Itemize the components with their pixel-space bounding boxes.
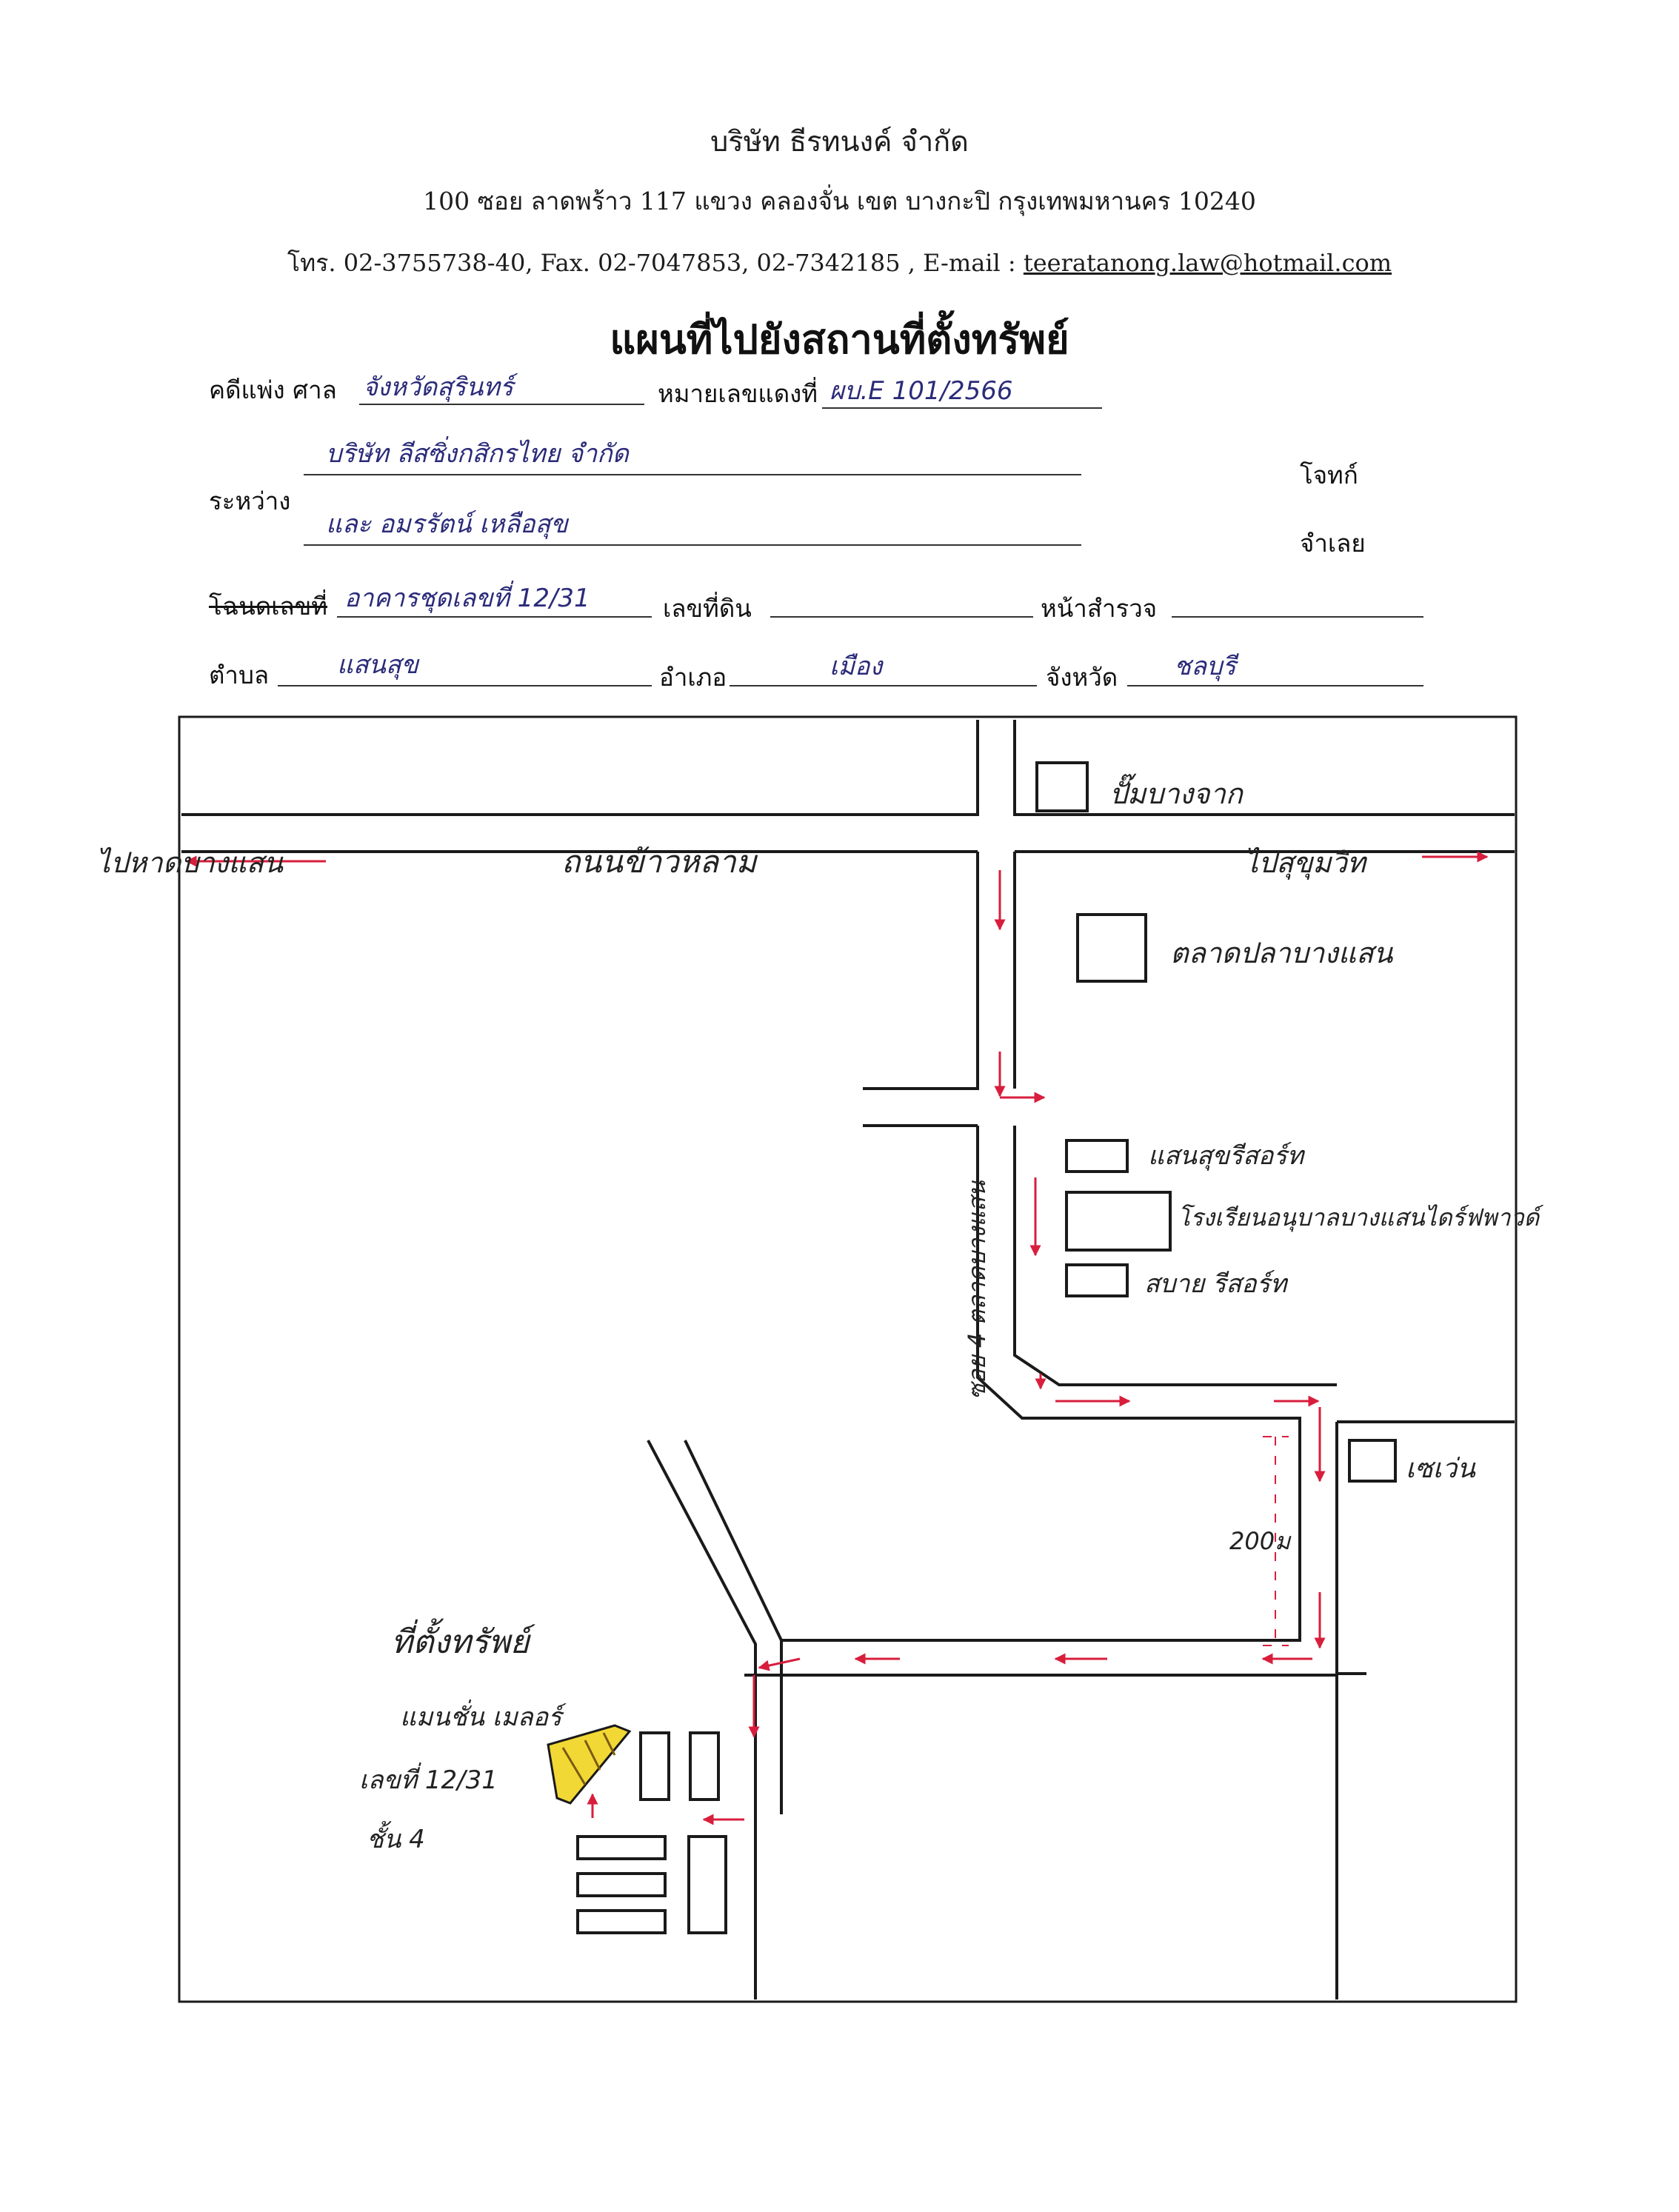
- contact-text: โทร. 02-3755738-40, Fax. 02-7047853, 02-…: [287, 249, 1016, 277]
- route-arrows: [185, 851, 1489, 1825]
- email-link: teeratanong.law@hotmail.com: [1023, 249, 1392, 277]
- defendant-value: และ อมรรัตน์ เหลือสุข: [326, 509, 568, 539]
- seven-eleven-box: [1348, 1439, 1397, 1483]
- subdistrict-value: แสนสุข: [337, 650, 418, 680]
- distance-label: 200ม: [1229, 1527, 1292, 1555]
- province-value: ชลบุรี: [1174, 652, 1236, 681]
- district-label: อำเภอ: [659, 663, 727, 692]
- hotel-box: [1065, 1191, 1172, 1252]
- map-frame: [178, 715, 1518, 2003]
- to-east-label: ไปสุขุมวิท: [1244, 846, 1368, 880]
- deed-label: โฉนดเลขที่: [209, 592, 328, 621]
- case-label: คดีแพ่ง ศาล: [209, 375, 337, 404]
- company-name: บริษัท ธีรทนงค์ จำกัด: [710, 125, 969, 158]
- property-marker: [547, 1724, 632, 1805]
- hotel-label: โรงเรียนอนุบาลบางแสนไดร์ฟพาวด์: [1178, 1203, 1543, 1232]
- market-box: [1076, 913, 1147, 983]
- property-hatching: [561, 1732, 616, 1785]
- landmark-boxes: [576, 761, 1397, 1934]
- main-road-label: ถนนข้าวหลาม: [561, 843, 758, 880]
- seven-eleven-label: เซเว่น: [1406, 1454, 1476, 1484]
- property-unit: เลขที่ 12/31: [359, 1762, 498, 1795]
- deed-value: อาคารชุดเลขที่ 12/31: [344, 584, 590, 613]
- district-value: เมือง: [830, 652, 883, 681]
- property-building: แมนชั่น เมลอร์: [400, 1700, 567, 1732]
- to-west-label: ไปหาดบางแสน: [96, 846, 284, 879]
- road-lines: [181, 720, 1515, 1999]
- between-label: ระหว่าง: [209, 487, 291, 515]
- document-title: แผนที่ไปยังสถานที่ตั้งทรัพย์: [610, 315, 1069, 363]
- resort2-box: [1065, 1263, 1129, 1297]
- gas-station-box: [1035, 761, 1089, 812]
- defendant-label: จำเลย: [1300, 529, 1366, 558]
- market-label: ตลาดปลาบางแสน: [1170, 937, 1393, 969]
- building-box-2: [689, 1731, 720, 1801]
- province-label: จังหวัด: [1046, 663, 1118, 692]
- distance-marker: [1263, 1436, 1289, 1646]
- gas-station-label: ปั๊มบางจาก: [1109, 773, 1244, 810]
- company-contact: โทร. 02-3755738-40, Fax. 02-7047853, 02-…: [0, 244, 1679, 282]
- property-title: ที่ตั้งทรัพย์: [391, 1618, 535, 1661]
- building-box-1: [639, 1731, 670, 1801]
- resort1-label: แสนสุขรีสอร์ท: [1148, 1141, 1306, 1171]
- plaintiff-value: บริษัท ลีสซิ่งกสิกรไทย จำกัด: [326, 439, 629, 469]
- survey-page-label: หน้าสำรวจ: [1041, 594, 1158, 623]
- red-number-label: หมายเลขแดงที่: [658, 379, 818, 408]
- court-value: จังหวัดสุรินทร์: [363, 372, 514, 402]
- plaintiff-label: โจทก์: [1300, 461, 1358, 489]
- land-number-label: เลขที่ดิน: [663, 594, 752, 623]
- lane-label: ซอย 4 ตลาดบางแสน: [963, 1180, 991, 1400]
- subdistrict-label: ตำบล: [209, 661, 270, 689]
- red-number-value: ผบ.E 101/2566: [830, 376, 1013, 406]
- property-floor: ชั้น 4: [367, 1820, 425, 1854]
- company-address: 100 ซอย ลาดพร้าว 117 แขวง คลองจั่น เขต บ…: [423, 187, 1256, 215]
- resort2-label: สบาย รีสอร์ท: [1144, 1269, 1289, 1299]
- resort1-box: [1065, 1139, 1129, 1173]
